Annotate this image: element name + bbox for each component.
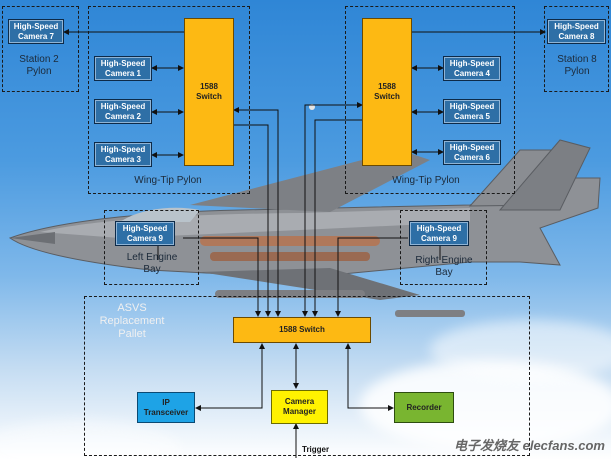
camera-label: High-Speed	[100, 101, 146, 111]
right-engine-zone	[400, 210, 487, 285]
device-label: Recorder	[406, 402, 442, 412]
left-1588-switch: 1588 Switch	[184, 18, 234, 166]
label-line: Station 8	[557, 54, 597, 65]
camera-4-box: High-Speed Camera 4	[443, 56, 501, 81]
label-line: Left Engine	[126, 252, 178, 263]
camera-8-box: High-Speed Camera 8	[547, 19, 606, 44]
label-line: Replacement	[99, 315, 165, 327]
camera-1-box: High-Speed Camera 1	[94, 56, 152, 81]
device-label: Transceiver	[143, 407, 189, 417]
right-engine-label: Right Engine Bay	[400, 255, 488, 279]
camera-label: High-Speed	[449, 142, 495, 152]
camera-label: High-Speed	[416, 223, 462, 233]
camera-label: High-Speed	[100, 58, 146, 68]
camera-label: High-Speed	[554, 21, 599, 31]
camera-2-box: High-Speed Camera 2	[94, 99, 152, 124]
switch-label: Switch	[196, 92, 222, 101]
camera-manager-box: Camera Manager	[271, 390, 328, 424]
camera-9-right-box: High-Speed Camera 9	[409, 221, 469, 246]
label-line: ASVS	[117, 302, 147, 314]
pallet-label: ASVS Replacement Pallet	[92, 302, 172, 341]
camera-number: Camera 9	[126, 233, 164, 243]
right-wingtip-zone	[345, 6, 515, 194]
device-label: Manager	[283, 407, 316, 416]
switch-label: 1588	[378, 82, 396, 91]
trigger-label: Trigger	[302, 445, 330, 454]
station-2-label: Station 2 Pylon	[4, 54, 74, 78]
camera-label: High-Speed	[100, 144, 146, 154]
camera-number: Camera 8	[558, 31, 595, 41]
camera-number: Camera 1	[104, 68, 142, 78]
camera-label: High-Speed	[449, 58, 495, 68]
device-label: Camera	[284, 397, 315, 406]
label-line: Station 2	[19, 54, 59, 65]
label-line: Pylon	[26, 66, 52, 77]
camera-number: Camera 9	[420, 233, 458, 243]
label-line: Bay	[143, 264, 161, 275]
camera-label: High-Speed	[122, 223, 168, 233]
camera-number: Camera 5	[453, 111, 491, 121]
camera-number: Camera 3	[104, 154, 142, 164]
station-8-label: Station 8 Pylon	[546, 54, 608, 78]
left-wingtip-label: Wing-Tip Pylon	[134, 175, 202, 186]
switch-label: 1588 Switch	[279, 325, 325, 334]
camera-9-left-box: High-Speed Camera 9	[115, 221, 175, 246]
camera-label: High-Speed	[13, 21, 59, 31]
switch-label: 1588	[200, 82, 218, 91]
camera-7-box: High-Speed Camera 7	[8, 19, 64, 44]
camera-5-box: High-Speed Camera 5	[443, 99, 501, 124]
label-line: Bay	[435, 267, 453, 278]
label-line: Right Engine	[415, 255, 473, 266]
left-engine-zone	[104, 210, 199, 285]
right-wingtip-label: Wing-Tip Pylon	[392, 175, 460, 186]
left-engine-label: Left Engine Bay	[108, 252, 196, 276]
camera-number: Camera 6	[453, 152, 491, 162]
pallet-1588-switch: 1588 Switch	[233, 317, 371, 343]
camera-number: Camera 4	[453, 68, 491, 78]
device-label: IP	[162, 397, 170, 407]
camera-3-box: High-Speed Camera 3	[94, 142, 152, 167]
watermark: 电子发烧友 elecfans.com	[454, 438, 605, 453]
label-line: Pallet	[118, 328, 146, 340]
switch-label: Switch	[374, 92, 400, 101]
left-wingtip-zone	[88, 6, 250, 194]
ip-transceiver-box: IP Transceiver	[137, 392, 195, 423]
right-1588-switch: 1588 Switch	[362, 18, 412, 166]
camera-number: Camera 7	[17, 31, 55, 41]
camera-number: Camera 2	[104, 111, 142, 121]
camera-6-box: High-Speed Camera 6	[443, 140, 501, 165]
cloud	[430, 320, 611, 380]
camera-label: High-Speed	[449, 101, 495, 111]
recorder-box: Recorder	[394, 392, 454, 423]
label-line: Pylon	[564, 66, 590, 77]
